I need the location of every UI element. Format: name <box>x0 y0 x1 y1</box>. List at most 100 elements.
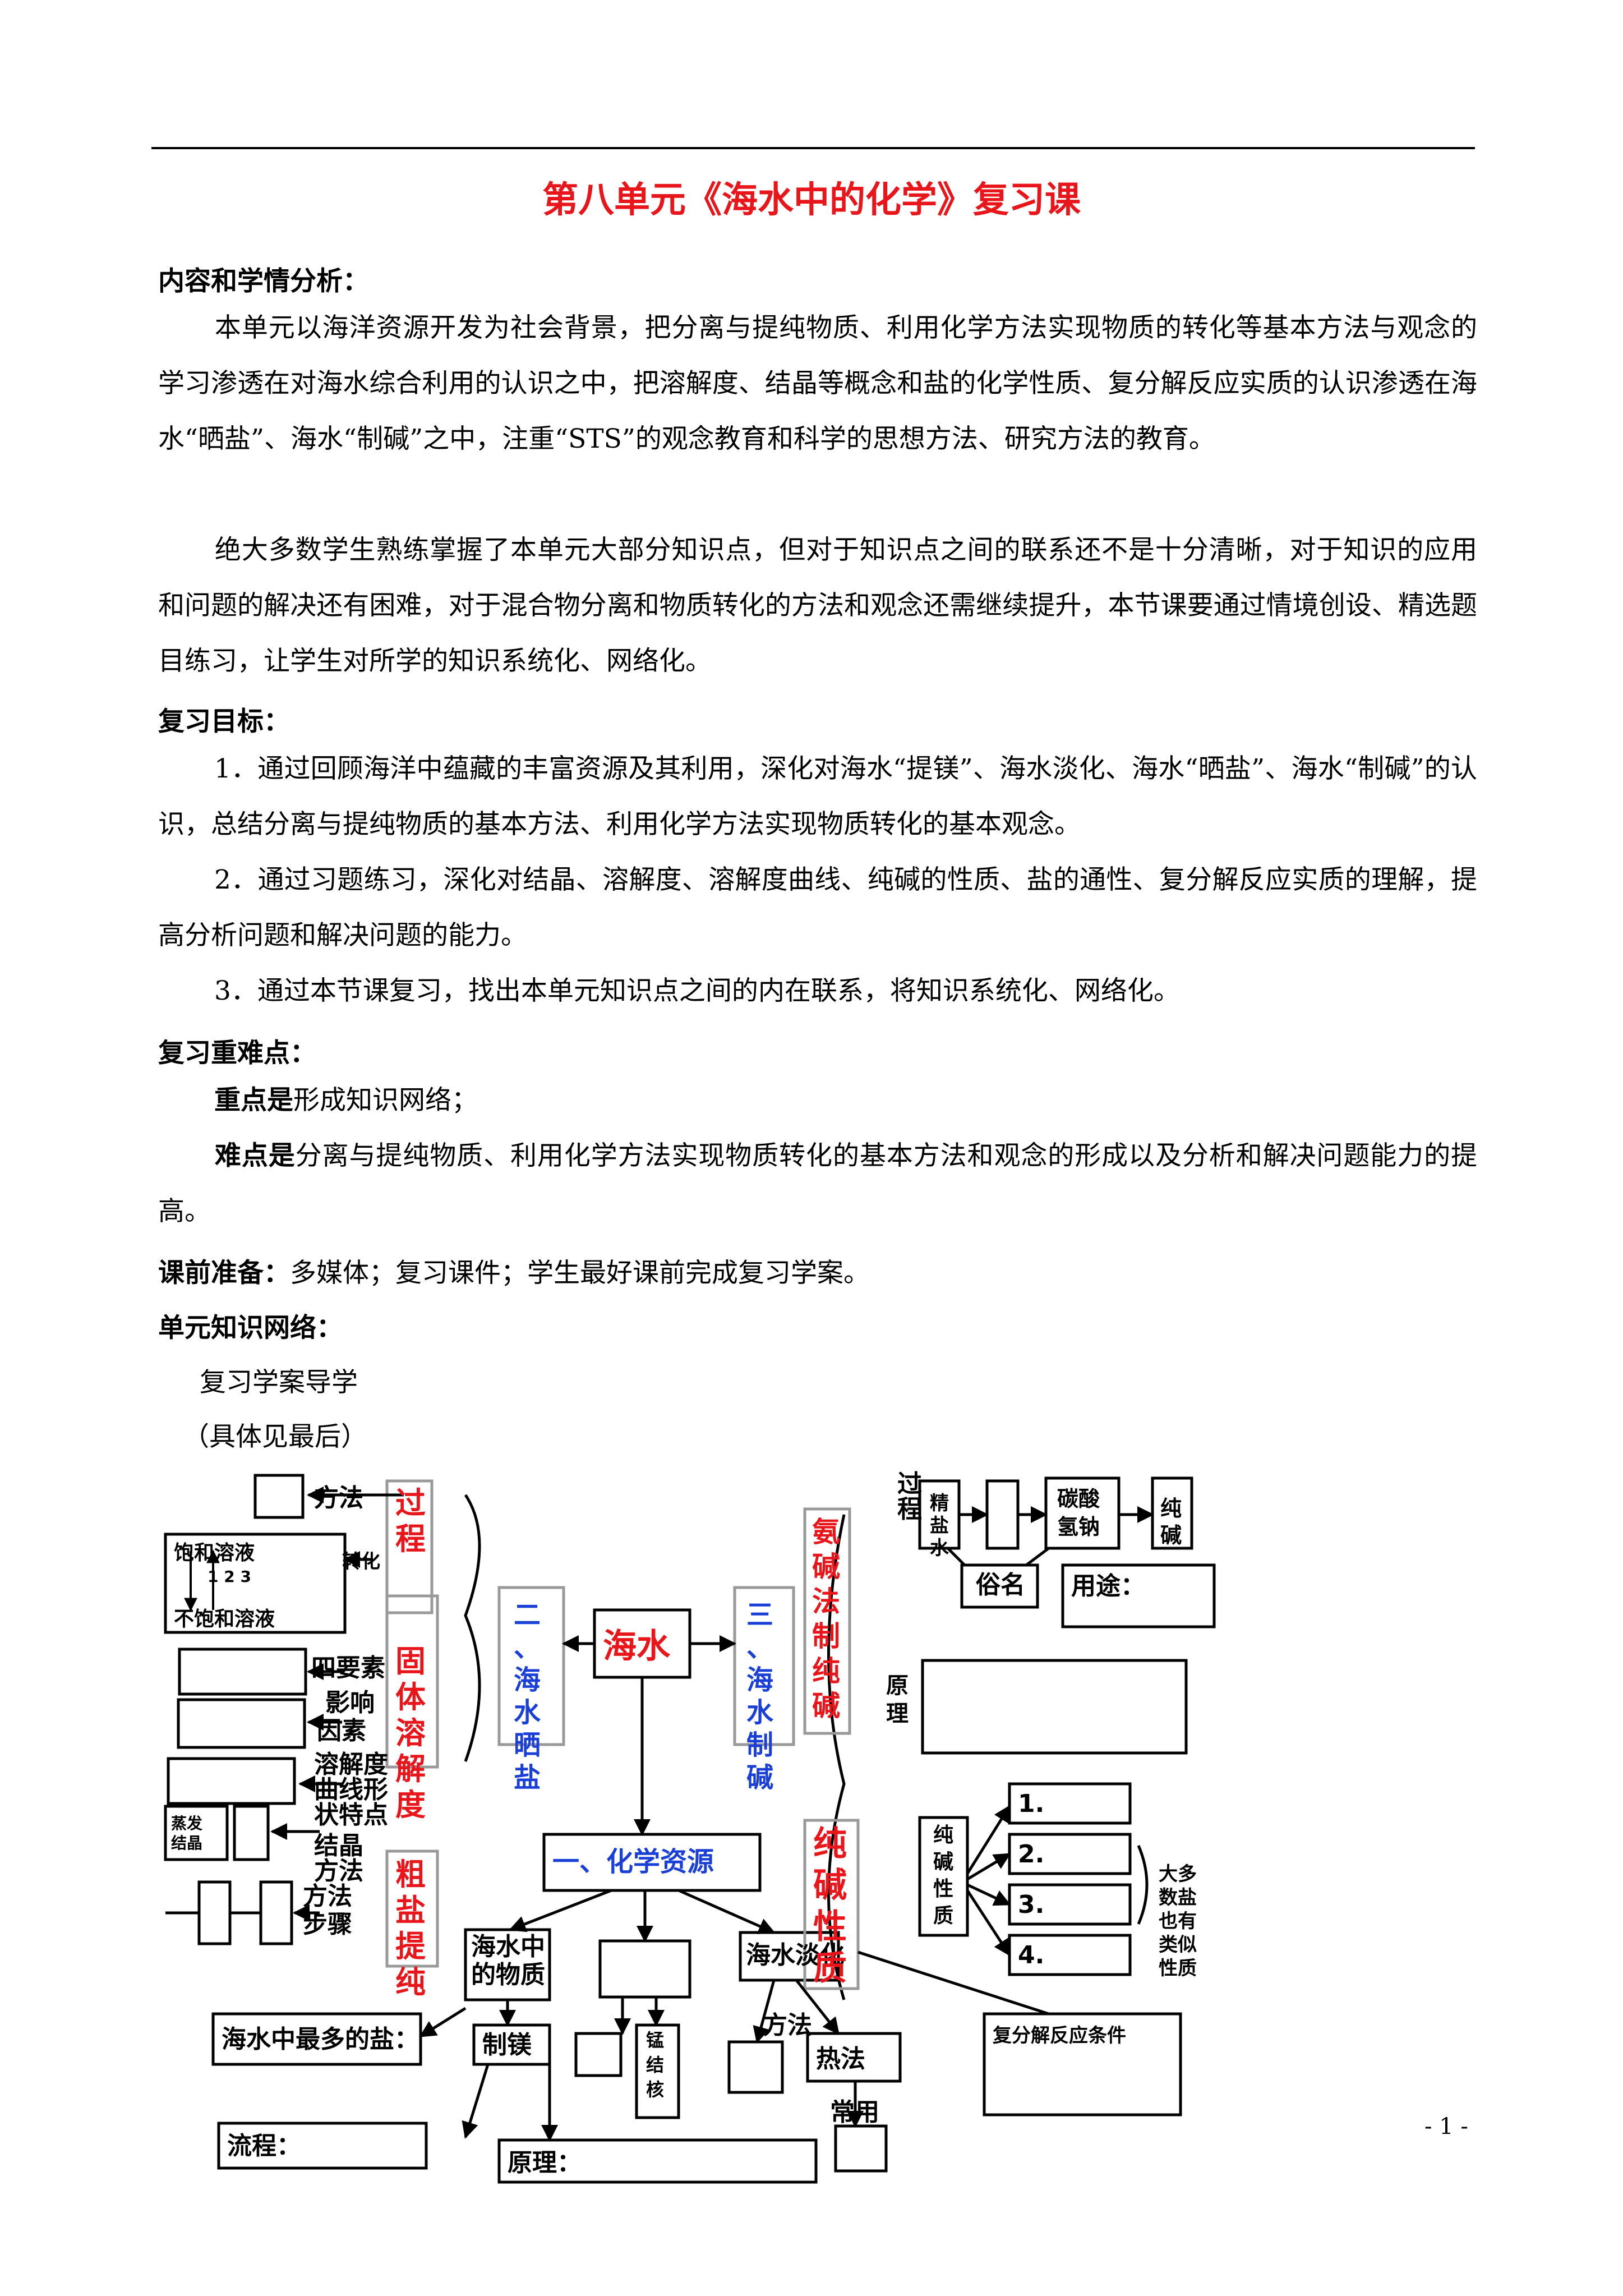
branch2-char-6: 盐 <box>513 1762 541 1793</box>
branch2-char-5: 晒 <box>513 1729 541 1761</box>
branch2-label: 二 、 海 水 晒 盐 <box>505 1599 550 1794</box>
goal-2: 2．通过习题练习，深化对结晶、溶解度、溶解度曲线、纯碱的性质、盐的通性、复分解反… <box>158 852 1477 963</box>
key-point: 重点是形成知识网络； <box>158 1073 1477 1128</box>
evap-box <box>164 1805 229 1861</box>
ammonia-char-1: 氨 <box>812 1516 840 1548</box>
branch3-char-5: 制 <box>746 1729 773 1761</box>
ammonia-char-2: 碱 <box>812 1550 840 1583</box>
prep-label: 课前准备： <box>158 1258 290 1289</box>
label-mg: 制镁 <box>482 2031 532 2059</box>
ammonia-char-5: 纯 <box>812 1655 840 1687</box>
step-box-a <box>197 1880 232 1945</box>
label-evap-1: 蒸发 <box>171 1814 202 1833</box>
solubility-char-3: 溶 <box>395 1715 426 1751</box>
similar-line-2: 数盐 <box>1159 1887 1197 1909</box>
label-common: 常用 <box>830 2098 879 2127</box>
blank-box-2 <box>574 2032 623 2077</box>
label-curve-2: 曲线形 <box>314 1775 388 1804</box>
label-saturated: 饱和溶液 <box>174 1542 255 1565</box>
label-in-sea-2: 的物质 <box>471 1961 545 1989</box>
label-seawater: 海水 <box>603 1627 671 1666</box>
ammonia-soda-label: 氨 碱 法 制 纯 碱 <box>806 1515 846 1723</box>
label-convert: 转化 <box>342 1550 380 1573</box>
branch2-char-3: 海 <box>513 1664 541 1696</box>
branch3-frame <box>733 1586 795 1746</box>
label-unsaturated: 不饱和溶液 <box>174 1608 275 1631</box>
label-cryst-2: 方法 <box>314 1857 363 1885</box>
branch2-char-1: 二 <box>513 1599 541 1631</box>
brine-char-3: 水 <box>930 1537 949 1559</box>
page-number: - 1 - <box>1424 2114 1468 2139</box>
solubility-char-1: 固 <box>395 1644 426 1679</box>
label-steps-2: 步骤 <box>303 1910 352 1939</box>
section-heading-analysis: 内容和学情分析： <box>158 266 369 297</box>
saturation-box <box>164 1533 347 1634</box>
soda-prop-small-char-3: 性 <box>933 1878 953 1901</box>
principle2-char-2: 理 <box>886 1701 909 1727</box>
label-resources: 一、化学资源 <box>552 1846 714 1878</box>
crude-char-1: 粗 <box>395 1857 426 1892</box>
soda-prop-small-char-1: 纯 <box>933 1824 953 1847</box>
analysis-paragraph-1: 本单元以海洋资源开发为社会背景，把分离与提纯物质、利用化学方法实现物质的转化等基… <box>158 300 1477 467</box>
goal-1: 1．通过回顾海洋中蕴藏的丰富资源及其利用，深化对海水“提镁”、海水淡化、海水“晒… <box>158 741 1477 852</box>
principle-box <box>497 2138 818 2184</box>
similar-line-5: 性质 <box>1159 1957 1197 1980</box>
metathesis-box <box>983 2012 1182 2116</box>
header-rule <box>151 147 1475 149</box>
similar-line-1: 大多 <box>1159 1863 1197 1885</box>
section-heading-network: 单元知识网络： <box>158 1313 343 1343</box>
label-use: 用途： <box>1071 1572 1145 1600</box>
blank-box-1 <box>598 1939 691 1999</box>
similar-line-4: 类似 <box>1159 1934 1197 1956</box>
branch3-char-2: 、 <box>746 1632 773 1663</box>
label-method2: 方法 <box>763 2011 812 2040</box>
nodule-char-1: 锰 <box>645 2030 664 2051</box>
label-method: 方法 <box>314 1484 363 1512</box>
see-end-line: （具体见最后） <box>183 1421 367 1452</box>
label-heat: 热法 <box>816 2045 865 2073</box>
difficult-text: 分离与提纯物质、利用化学方法实现物质转化的基本方法和观念的形成以及分析和解决问题… <box>158 1140 1478 1227</box>
label-most-salt: 海水中最多的盐： <box>222 2025 419 2054</box>
label-curve-1: 溶解度 <box>314 1750 388 1779</box>
principle2-label: 原 理 <box>880 1672 914 1728</box>
similar-props-label: 大多 数盐 也有 类似 性质 <box>1152 1862 1203 1980</box>
section-heading-goals: 复习目标： <box>158 706 290 737</box>
label-prop-2: 2. <box>1018 1840 1044 1869</box>
goal-3: 3．通过本节课复习，找出本单元知识点之间的内在联系，将知识系统化、网络化。 <box>158 963 1477 1019</box>
blank-box-4 <box>985 1479 1020 1550</box>
soda-props-char-4: 质 <box>813 1949 847 1988</box>
label-four-elements: 四要素 <box>311 1654 385 1682</box>
label-principle: 原理： <box>508 2148 582 2177</box>
soda-props-char-1: 纯 <box>813 1824 847 1864</box>
crude-char-3: 提 <box>395 1929 426 1964</box>
common-blank-box <box>834 2124 888 2173</box>
label-influence-2: 因素 <box>317 1717 366 1745</box>
ammonia-char-3: 法 <box>812 1585 840 1618</box>
branch3-label: 三 、 海 水 制 碱 <box>737 1599 782 1794</box>
use-box <box>1061 1563 1216 1628</box>
branch2-char-2: 、 <box>513 1632 541 1663</box>
guide-line: 复习学案导学 <box>200 1367 358 1398</box>
section-heading-key: 复习重难点： <box>158 1038 316 1069</box>
solid-solubility-label: 固 体 溶 解 度 <box>391 1644 430 1823</box>
crude-char-2: 盐 <box>395 1893 426 1928</box>
prop-1-box <box>1008 1782 1132 1825</box>
method-box <box>253 1474 305 1519</box>
brine-char-1: 精 <box>930 1492 949 1515</box>
branch2-frame <box>497 1586 565 1746</box>
solubility-char-5: 度 <box>395 1787 426 1823</box>
nodule-char-3: 核 <box>645 2079 664 2100</box>
label-prop-4: 4. <box>1018 1941 1044 1970</box>
nodule-char-2: 结 <box>645 2054 664 2076</box>
label-flow: 流程： <box>227 2132 301 2160</box>
soda-props-label: 纯 碱 性 质 <box>808 1823 852 1989</box>
doc-title: 第八单元《海水中的化学》复习课 <box>542 179 1081 221</box>
label-steps-1: 方法 <box>303 1882 352 1911</box>
label-desal: 海水淡化 <box>746 1941 845 1970</box>
principle2-box <box>921 1659 1188 1755</box>
crude-salt-label: 粗 盐 提 纯 <box>391 1857 430 2000</box>
goal-1-text: 1．通过回顾海洋中蕴藏的丰富资源及其利用，深化对海水“提镁”、海水淡化、海水“晒… <box>158 753 1477 840</box>
label-bicarb-1: 碳酸 <box>1057 1487 1100 1511</box>
brine-label: 精 盐 水 <box>923 1492 956 1559</box>
soda-char-1: 纯 <box>1160 1496 1182 1521</box>
